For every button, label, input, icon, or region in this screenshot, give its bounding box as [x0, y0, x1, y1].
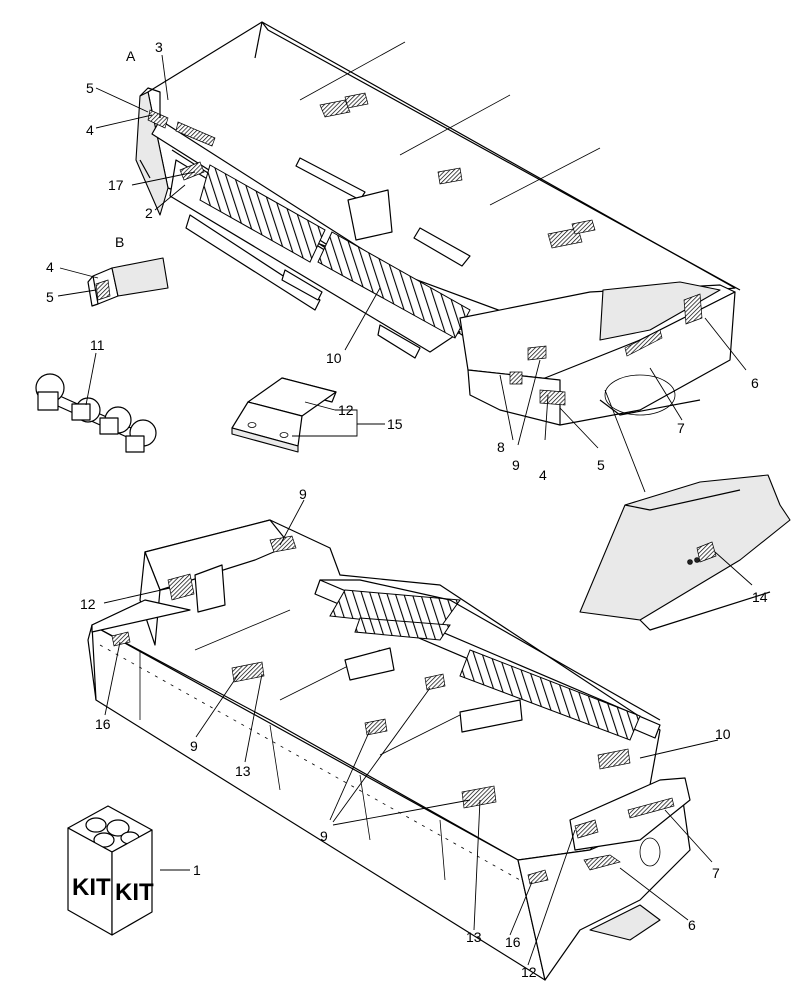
callout-1: 1: [193, 862, 201, 878]
callout-17: 17: [108, 177, 124, 193]
leader-lines: [57, 54, 753, 966]
upper-machine-view: [135, 21, 741, 426]
callout-11: 11: [90, 337, 105, 353]
callout-3: 3: [155, 39, 163, 55]
callout-7: 7: [677, 420, 685, 436]
callout-8: 8: [497, 439, 505, 455]
callout-2: 2: [145, 205, 153, 221]
callout-4-right: 4: [539, 467, 547, 483]
item-11-roller-assembly: [35, 373, 157, 453]
view-label-a: A: [126, 48, 136, 64]
callout-16-lower: 16: [505, 934, 521, 950]
callout-5-right: 5: [597, 457, 605, 473]
kit-box-illustration: KIT KIT: [67, 805, 154, 936]
kit-box-left-label: KIT: [72, 874, 111, 901]
kit-box-right-label: KIT: [115, 879, 154, 906]
item-14-end-panel: [579, 474, 791, 631]
callout-9-group: 9: [320, 828, 328, 844]
callout-13-left: 13: [235, 763, 251, 779]
callout-14: 14: [752, 589, 768, 605]
callout-15: 15: [387, 416, 403, 432]
callout-16-left: 16: [95, 716, 111, 732]
callout-9-left: 9: [190, 738, 198, 754]
item-15-angle-bracket: [231, 377, 337, 453]
callout-9: 9: [512, 457, 520, 473]
callout-6: 6: [751, 375, 759, 391]
callout-10-lower: 10: [715, 726, 731, 742]
callout-5-detail: 5: [46, 289, 54, 305]
callout-7-lower: 7: [712, 865, 720, 881]
callout-6-lower: 6: [688, 917, 696, 933]
lower-machine-view: [87, 519, 691, 981]
callout-9-top: 9: [299, 486, 307, 502]
callout-10: 10: [326, 350, 342, 366]
callout-13-lower: 13: [466, 929, 482, 945]
callout-4-detail: 4: [46, 259, 54, 275]
callout-5: 5: [86, 80, 94, 96]
callout-12: 12: [338, 402, 354, 418]
callout-4: 4: [86, 122, 94, 138]
callout-12-lower: 12: [521, 964, 537, 980]
detail-view-b: [87, 257, 169, 307]
callout-12-left: 12: [80, 596, 96, 612]
view-label-b: B: [115, 234, 124, 250]
callouts: A B 3 5 4 17 2 4 5 11 10 12 15 8 9 4 5 7…: [46, 39, 768, 980]
